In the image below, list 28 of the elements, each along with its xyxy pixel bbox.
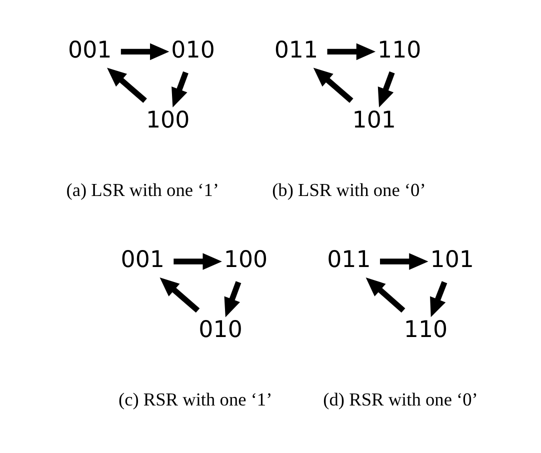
node-text: 100 xyxy=(145,107,190,134)
arrow xyxy=(120,43,169,60)
node-text: 101 xyxy=(430,247,474,274)
arrow xyxy=(171,71,188,108)
arrow xyxy=(365,277,405,313)
arrow xyxy=(377,71,394,108)
node-text: 101 xyxy=(352,107,396,134)
label: (d) RSR with one ‘0’ xyxy=(322,390,478,410)
label: (b) LSR with one ‘0’ xyxy=(272,180,426,200)
label: (a) LSR with one ‘1’ xyxy=(66,180,218,200)
arrow xyxy=(173,253,222,270)
node-text: 001 xyxy=(120,247,164,274)
node-text: 110 xyxy=(377,37,421,64)
arrow xyxy=(430,281,447,318)
node-text: 010 xyxy=(198,317,242,344)
node-text: 110 xyxy=(403,317,448,344)
arrow xyxy=(312,68,353,103)
arrow xyxy=(106,68,146,103)
arrow xyxy=(224,281,241,318)
node-text: 100 xyxy=(223,247,268,274)
node-text: 011 xyxy=(326,247,370,274)
arrow xyxy=(326,43,376,60)
label: (c) RSR with one ‘1’ xyxy=(118,390,272,410)
arrow xyxy=(159,278,200,313)
node-text: 011 xyxy=(274,37,318,64)
node-text: 001 xyxy=(68,37,112,64)
node-text: 010 xyxy=(170,37,214,64)
arrow xyxy=(379,253,428,270)
